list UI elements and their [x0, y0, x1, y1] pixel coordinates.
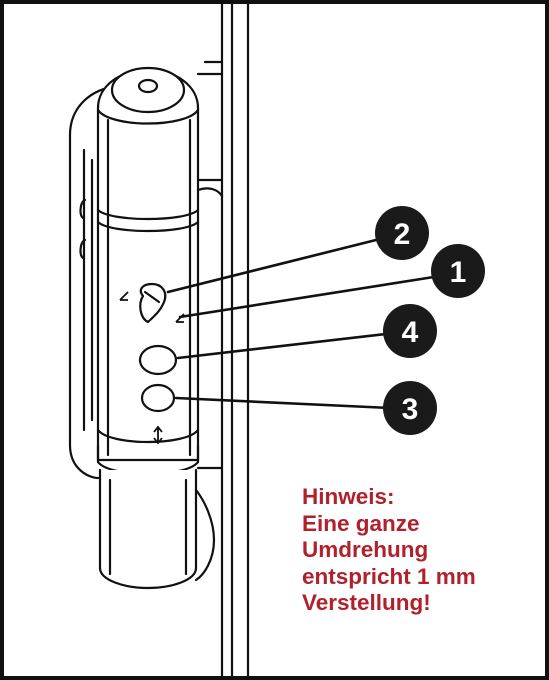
callout-badge-1-label: 1	[450, 256, 467, 289]
note-line: entspricht 1 mm	[302, 563, 476, 589]
hinge-leaf	[68, 60, 224, 480]
lower-barrel	[98, 468, 216, 590]
callout-badge-3-label: 3	[402, 393, 419, 426]
vertical-arrows-icon	[153, 425, 163, 445]
callout-badge-2-label: 2	[394, 218, 411, 251]
arrow-left-icon	[119, 291, 129, 301]
callout-badge-1: 1	[431, 244, 485, 298]
callout-badge-3: 3	[383, 381, 437, 435]
note-line: Eine ganze	[302, 510, 420, 536]
adjustment-holes	[138, 282, 178, 413]
callout-badge-2: 2	[375, 206, 429, 260]
rear-knuckle	[196, 178, 224, 470]
note-heading: Hinweis:	[302, 484, 395, 509]
callout-leaders	[166, 238, 442, 410]
arrow-right-icon	[175, 313, 185, 323]
upper-barrel	[96, 66, 200, 462]
callout-badge-4-label: 4	[402, 316, 419, 349]
adjustment-note: Hinweis: Eine ganze Umdrehung entspricht…	[302, 484, 476, 617]
frame-profile	[220, 0, 250, 680]
note-line: Umdrehung	[302, 537, 429, 562]
note-line: Verstellung!	[302, 590, 431, 615]
callout-badge-4: 4	[383, 304, 437, 358]
